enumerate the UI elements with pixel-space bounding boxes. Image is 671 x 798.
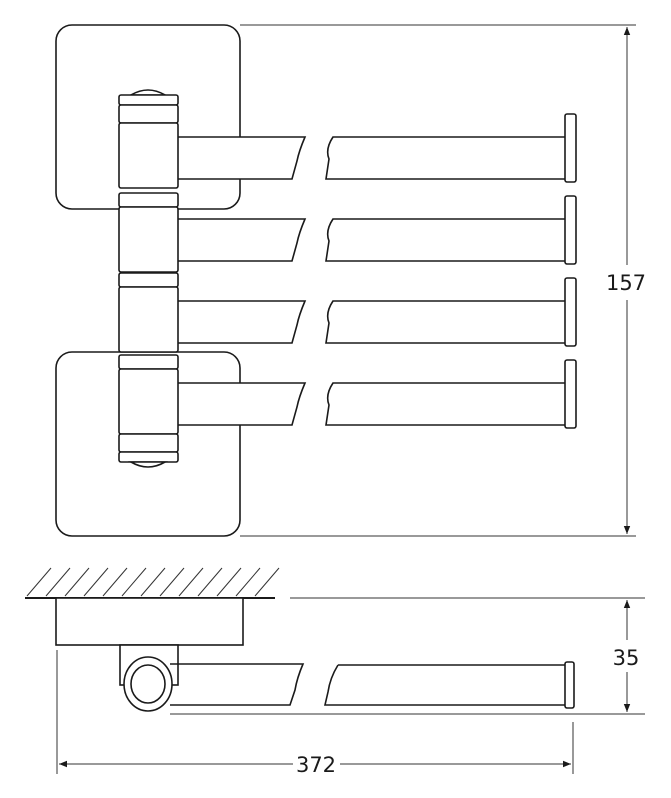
- side-view: [25, 567, 575, 712]
- hinge-ring: [118, 104, 179, 124]
- hatch-line: [45, 567, 71, 597]
- towel-arm: [169, 359, 577, 429]
- arm-segment-right: [325, 300, 565, 344]
- hinge-ring: [118, 451, 179, 463]
- side-base-plate: [55, 597, 244, 646]
- hinge-ring: [118, 192, 179, 208]
- arm-segment-left: [169, 300, 307, 344]
- side-arm-right: [323, 664, 565, 706]
- arm-segment-right: [325, 218, 565, 262]
- arm-end-cap: [564, 277, 577, 347]
- hinge-knuckle: [118, 206, 179, 273]
- hatch-line: [64, 567, 90, 597]
- front-view: [55, 24, 577, 537]
- hinge-ring: [118, 354, 179, 370]
- arm-segment-right: [325, 136, 565, 180]
- hatch-line: [26, 567, 52, 597]
- arm-end-cap: [564, 195, 577, 265]
- hinge-ring: [118, 94, 179, 106]
- arm-segment-left: [169, 218, 307, 262]
- hatch-line: [216, 567, 242, 597]
- arm-end-cap: [564, 113, 577, 183]
- wall-hatch: [26, 567, 280, 597]
- hatch-line: [102, 567, 128, 597]
- arm-segment-left: [169, 382, 307, 426]
- hatch-line: [197, 567, 223, 597]
- hinge-knuckle: [118, 286, 179, 353]
- bottom-cap-dome: [128, 461, 168, 468]
- side-hinge-inner: [130, 664, 166, 704]
- height-dimension-label: 157: [606, 271, 646, 295]
- hatch-line: [140, 567, 166, 597]
- hatch-line: [159, 567, 185, 597]
- hinge-ring: [118, 272, 179, 288]
- hatch-line: [254, 567, 280, 597]
- arms: [169, 113, 577, 429]
- towel-arm: [169, 195, 577, 265]
- arm-end-cap: [564, 359, 577, 429]
- side-arm-left: [170, 663, 305, 706]
- towel-arm: [169, 277, 577, 347]
- hinge-ring: [118, 433, 179, 453]
- arm-segment-left: [169, 136, 307, 180]
- hatch-line: [121, 567, 147, 597]
- hinge-knuckle: [118, 368, 179, 435]
- hatch-line: [83, 567, 109, 597]
- hinge-knuckle: [118, 122, 179, 189]
- arm-segment-right: [325, 382, 565, 426]
- hatch-line: [178, 567, 204, 597]
- height-dimension: 157: [240, 24, 646, 537]
- length-dimension-label: 372: [296, 753, 336, 777]
- towel-arm: [169, 113, 577, 183]
- side-arm-end-cap: [564, 661, 575, 709]
- hinge-column: [118, 89, 179, 468]
- depth-dimension: 35: [170, 597, 645, 715]
- length-dimension: 372: [56, 650, 574, 777]
- hatch-line: [235, 567, 261, 597]
- depth-dimension-label: 35: [613, 646, 640, 670]
